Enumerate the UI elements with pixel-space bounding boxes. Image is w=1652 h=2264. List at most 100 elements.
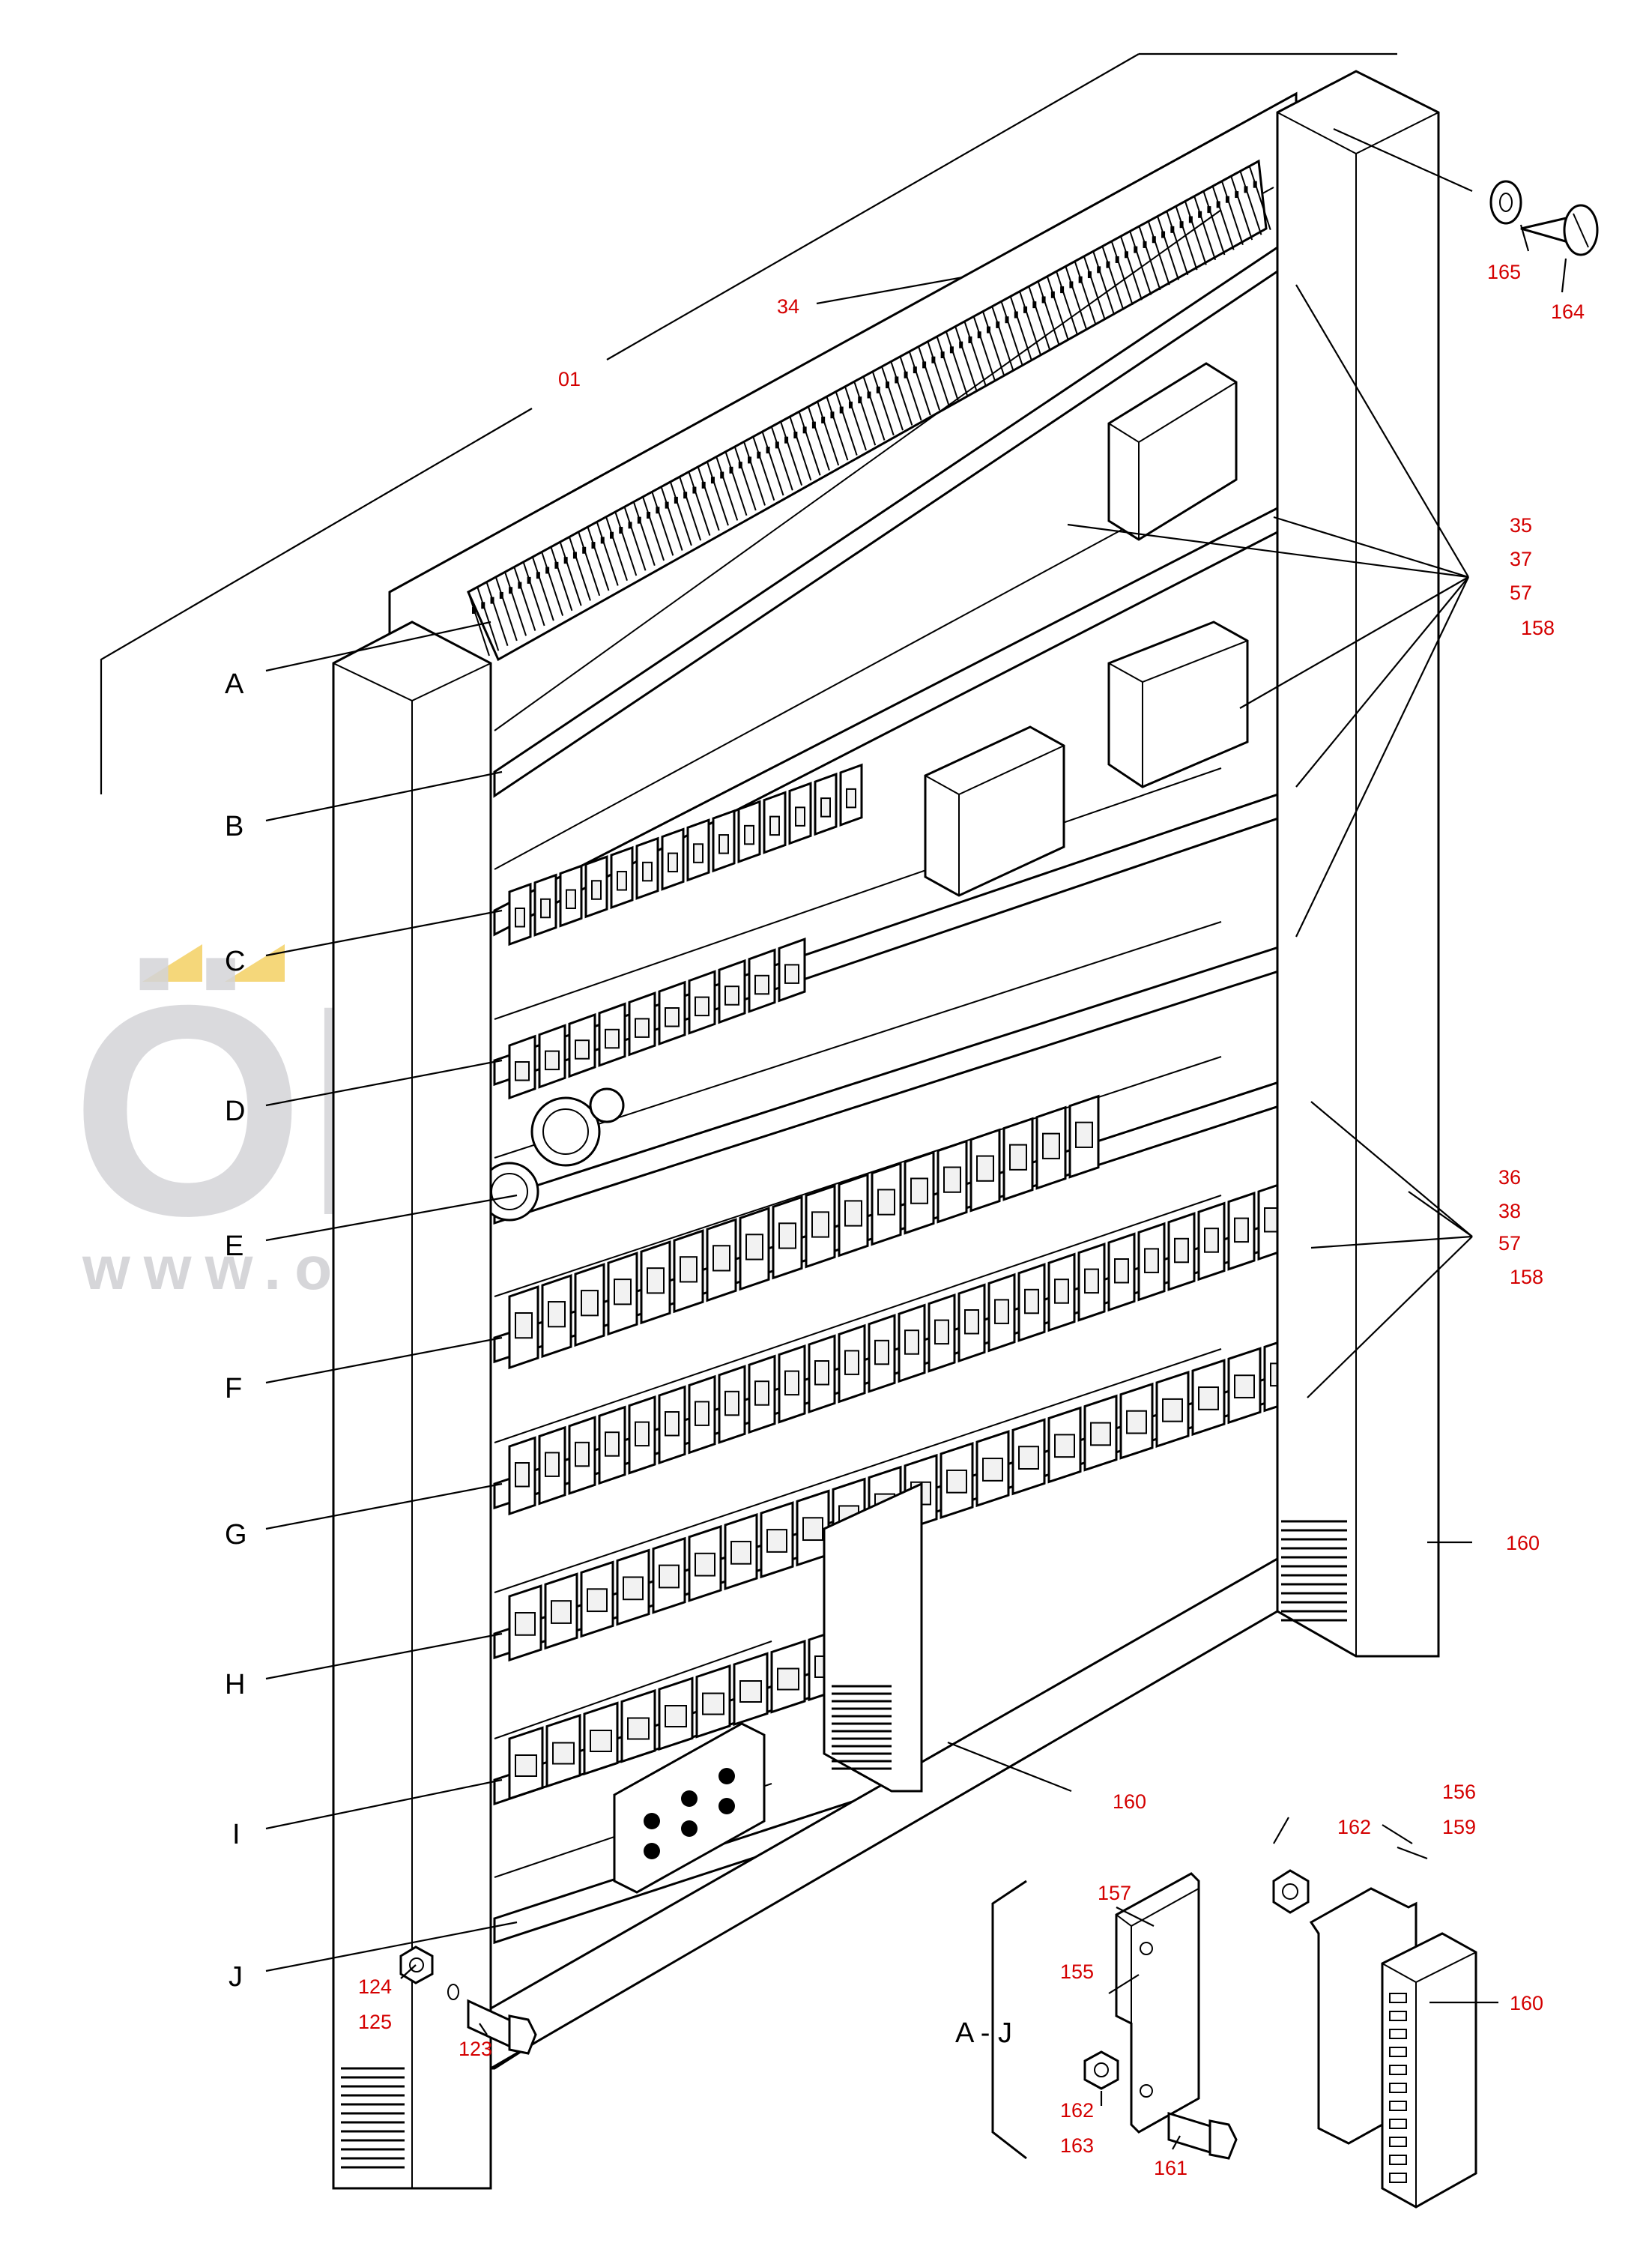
transformer-box-2 — [1107, 621, 1249, 788]
terminal-divider — [651, 491, 674, 556]
meter-3 — [589, 1087, 625, 1123]
terminal-screw — [582, 546, 587, 554]
module-face — [614, 1279, 632, 1305]
terminal-screw — [1198, 211, 1202, 218]
terminal-divider — [531, 556, 554, 621]
module-face — [623, 1576, 644, 1601]
module-face — [724, 1390, 739, 1416]
terminal-screw — [600, 537, 605, 544]
module-face — [982, 1458, 1003, 1482]
row-label-a: A — [225, 668, 244, 700]
module-face — [566, 889, 576, 910]
terminal-screw — [637, 516, 641, 524]
terminal-screw — [1124, 251, 1128, 259]
terminal-divider — [707, 461, 729, 526]
row-label-g: G — [225, 1519, 247, 1551]
module-face — [766, 1529, 787, 1553]
profile-slot — [1389, 2047, 1407, 2057]
din-rail — [494, 475, 1222, 870]
callout-157: 157 — [1098, 1882, 1131, 1904]
module-face — [515, 1612, 536, 1636]
terminal-divider — [679, 476, 702, 541]
module-face — [1264, 1207, 1279, 1233]
module-face — [627, 1717, 650, 1740]
profile-slot — [1389, 2029, 1407, 2039]
terminal-divider — [568, 537, 591, 601]
terminal-divider — [1138, 226, 1161, 291]
terminal-screw — [1097, 266, 1101, 274]
terminal-screw — [1060, 286, 1065, 294]
terminal-screw — [802, 426, 807, 434]
nut-124 — [399, 1945, 434, 1984]
terminal-divider — [826, 396, 849, 461]
module-face — [551, 1600, 572, 1624]
module-face — [943, 1166, 961, 1193]
terminal-screw — [674, 496, 678, 504]
callout-161: 161 — [1154, 2157, 1187, 2179]
terminal-screw — [1032, 301, 1037, 309]
callout-35: 35 — [1510, 514, 1532, 537]
terminal-screw — [811, 421, 816, 429]
terminal-divider — [494, 576, 518, 642]
terminal-divider — [761, 431, 784, 496]
terminal-screw — [563, 557, 568, 564]
terminal-screw — [1041, 296, 1046, 304]
module-face — [1075, 1121, 1093, 1148]
module-face — [1204, 1228, 1219, 1253]
callout-160-detail: 160 — [1510, 1992, 1543, 2014]
module-face — [1198, 1386, 1219, 1410]
terminal-screw — [848, 401, 853, 408]
module-face — [784, 964, 799, 984]
terminal-divider — [1046, 276, 1069, 341]
terminal-screw — [1207, 206, 1211, 214]
callout-165: 165 — [1487, 261, 1521, 283]
callout-164: 164 — [1551, 301, 1585, 323]
terminal-screw — [793, 431, 798, 438]
washer-165 — [1489, 180, 1522, 225]
terminal-screw — [720, 471, 724, 479]
module-face — [754, 974, 769, 995]
terminal-divider — [1184, 201, 1207, 265]
callout-34: 34 — [777, 295, 799, 318]
terminal-divider — [1166, 211, 1189, 276]
terminal-screw — [692, 486, 697, 494]
module-face — [591, 880, 602, 900]
busbar-terminals — [613, 1722, 766, 1894]
module-face — [587, 1588, 608, 1613]
terminal-divider — [1147, 220, 1170, 286]
terminal-divider — [504, 571, 527, 636]
terminal-screw — [1244, 186, 1248, 193]
module-face — [590, 1730, 612, 1752]
terminal-screw — [996, 321, 1000, 328]
terminal-divider — [587, 526, 610, 591]
terminal-screw — [867, 391, 871, 399]
module-face — [846, 788, 856, 809]
terminal-screw — [1179, 221, 1184, 229]
cabinet-base — [489, 1482, 1279, 2071]
washer-125 — [447, 1984, 459, 2000]
terminal-divider — [623, 507, 647, 571]
terminal-block-strip — [467, 159, 1271, 662]
module-face — [545, 1452, 560, 1477]
terminal-divider — [1009, 296, 1032, 360]
callout-125: 125 — [358, 2011, 392, 2033]
module-face — [1114, 1258, 1129, 1284]
terminal-divider — [1175, 205, 1198, 271]
terminal-divider — [1037, 281, 1060, 345]
terminal-screw — [748, 456, 752, 464]
profile-slot — [1389, 2173, 1407, 2183]
terminal-screw — [610, 531, 614, 539]
terminal-screw — [710, 477, 715, 484]
row-label-e: E — [225, 1231, 243, 1262]
terminal-screw — [656, 507, 660, 514]
terminal-screw — [959, 341, 963, 348]
terminal-divider — [522, 561, 545, 627]
round-meters — [479, 1087, 625, 1222]
terminal-divider — [541, 552, 564, 616]
callout-159: 159 — [1442, 1816, 1476, 1838]
din-rail — [494, 1195, 1222, 1443]
module-face — [659, 1564, 680, 1589]
profile-slot — [1389, 2137, 1407, 2147]
row-label-h: H — [225, 1669, 245, 1700]
terminal-divider — [1193, 196, 1217, 261]
